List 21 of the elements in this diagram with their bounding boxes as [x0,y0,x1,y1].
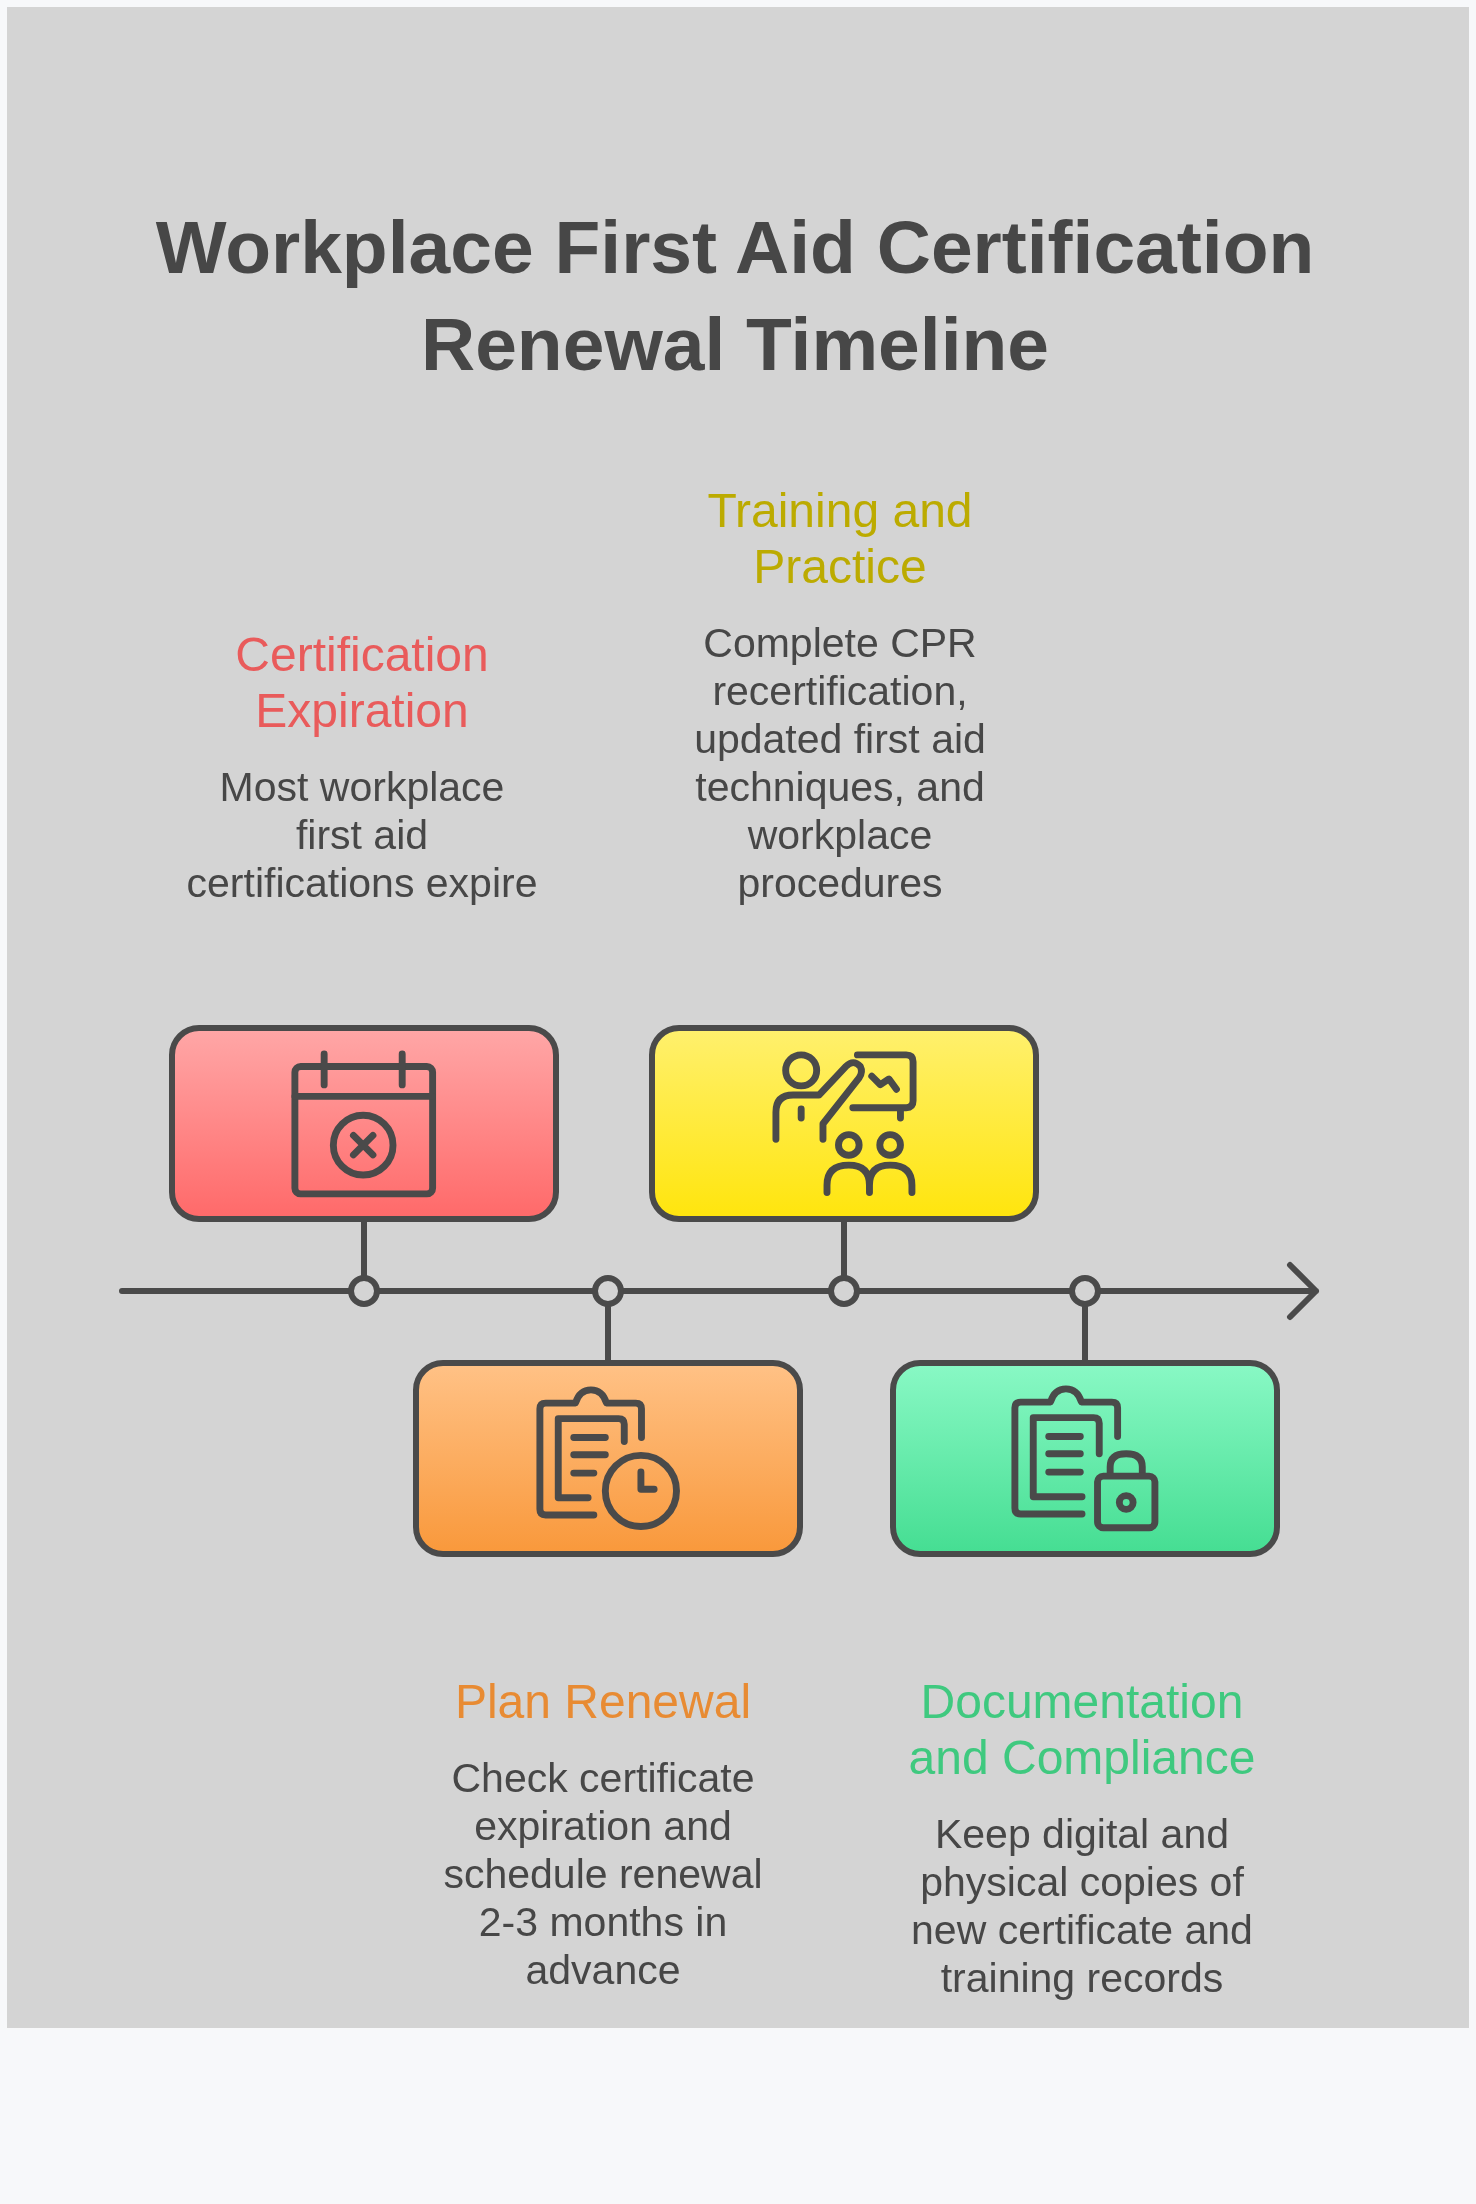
event-heading: Training and Practice [706,483,974,595]
timeline-dot [348,1275,380,1307]
timeline-dot [1069,1275,1101,1307]
diagram-title: Workplace First Aid Certification Renewal Timeline [154,204,1316,388]
milestone-card [890,1360,1280,1557]
event-description: Most workplace first aid certifications expire [185,763,539,907]
connector-line [605,1304,611,1363]
connector-line [361,1219,367,1278]
milestone-card [649,1025,1039,1222]
timeline-dot [592,1275,624,1307]
milestone-card [413,1360,803,1557]
event-description: Check certificate expiration and schedule renewal 2-3 months in advance [442,1754,764,1994]
connector-line [841,1219,847,1278]
event-heading: Documentation and Compliance [907,1674,1257,1786]
milestone-card [169,1025,559,1222]
event-heading: Plan Renewal [454,1674,752,1730]
event-description: Complete CPR recertification, updated first aid techniques, and workplace procedures [693,619,987,907]
event-heading: Certification Expiration [234,627,490,739]
event-description: Keep digital and physical copies of new certificate and training records [910,1810,1254,2002]
timeline-dot [828,1275,860,1307]
connector-line [1082,1304,1088,1363]
